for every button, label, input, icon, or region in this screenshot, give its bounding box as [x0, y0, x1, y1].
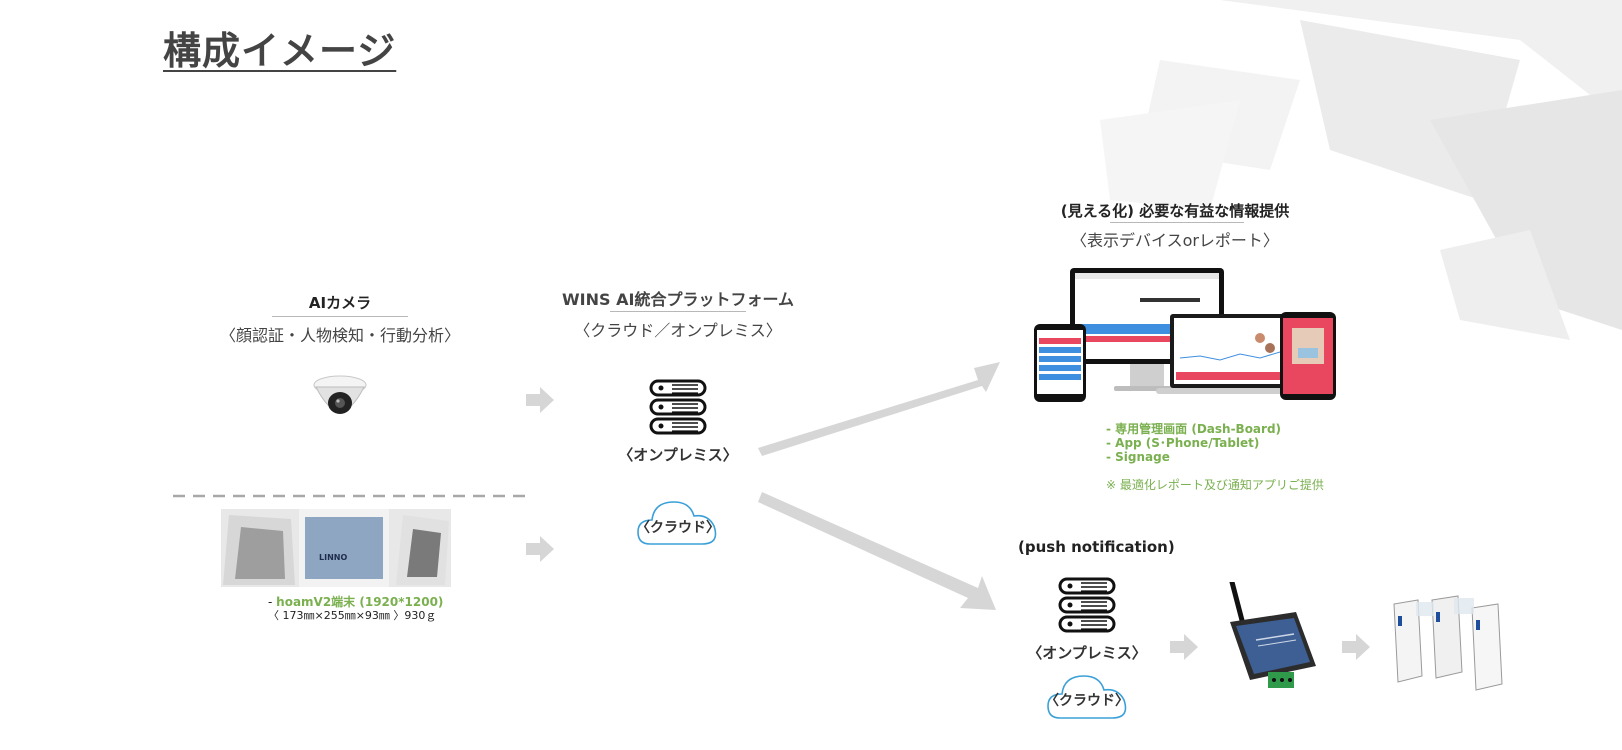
terminal-logo-text: LINNO [319, 553, 348, 562]
dome-camera-image [310, 375, 370, 423]
push-cloud-label: 〈クラウド〉 [1045, 693, 1129, 709]
visual-subtitle: 〈表示デバイスorレポート〉 [1071, 231, 1279, 250]
page-title: 構成イメージ [163, 29, 397, 73]
dashed-divider [173, 483, 533, 498]
background-decoration [1100, 0, 1622, 360]
platform-title-divider [610, 311, 746, 312]
server-icon [648, 378, 708, 440]
terminal-spec-line1: - hoamV2端末 (1920*1200) [268, 593, 443, 610]
arrow-right-icon [1170, 634, 1200, 664]
feature-signage: - Signage [1106, 450, 1170, 464]
feature-app: - App (S･Phone/Tablet) [1106, 436, 1260, 450]
feature-dashboard: - 専用管理画面 (Dash-Board) [1106, 422, 1282, 436]
terminal-device-image: LINNO [221, 509, 451, 587]
gate-controller-image [1210, 579, 1320, 698]
camera-subtitle: 〈顔認証・人物検知・行動分析〉 [219, 326, 460, 345]
camera-title: AIカメラ [308, 294, 372, 312]
visual-feature-list: - 専用管理画面 (Dash-Board) - App (S･Phone/Tab… [1106, 422, 1281, 464]
arrow-down-right-icon [756, 492, 1006, 622]
platform-cloud-label: 〈クラウド〉 [636, 520, 720, 536]
platform-onprem-label: 〈オンプレミス〉 [618, 446, 738, 464]
dashboard-devices-image [1020, 268, 1344, 404]
push-server-icon [1057, 576, 1117, 638]
arrow-up-right-icon [756, 356, 1006, 460]
arrow-right-icon [1342, 634, 1372, 664]
terminal-spec-prefix: - [268, 595, 277, 609]
visual-title: (見える化) 必要な有益な情報提供 [1060, 202, 1290, 220]
camera-title-divider [272, 316, 408, 317]
platform-title: WINS AI統合プラットフォーム [562, 290, 794, 309]
terminal-spec-model: hoamV2端末 (1920*1200) [276, 595, 444, 609]
push-onprem-label: 〈オンプレミス〉 [1027, 644, 1147, 662]
terminal-spec-line2: 〈 173㎜×255㎜×93㎜ 〉930ｇ [268, 609, 437, 622]
visual-title-divider [1110, 222, 1244, 223]
cloud-icon [636, 494, 720, 550]
arrow-right-icon [526, 387, 556, 417]
push-cloud-icon [1046, 668, 1130, 724]
speed-gate-image [1388, 592, 1524, 700]
platform-subtitle: 〈クラウド／オンプレミス〉 [574, 321, 782, 340]
arrow-right-icon [526, 536, 556, 566]
visual-note: ※ 最適化レポート及び通知アプリご提供 [1106, 478, 1324, 492]
push-title: (push notification) [1018, 538, 1175, 556]
